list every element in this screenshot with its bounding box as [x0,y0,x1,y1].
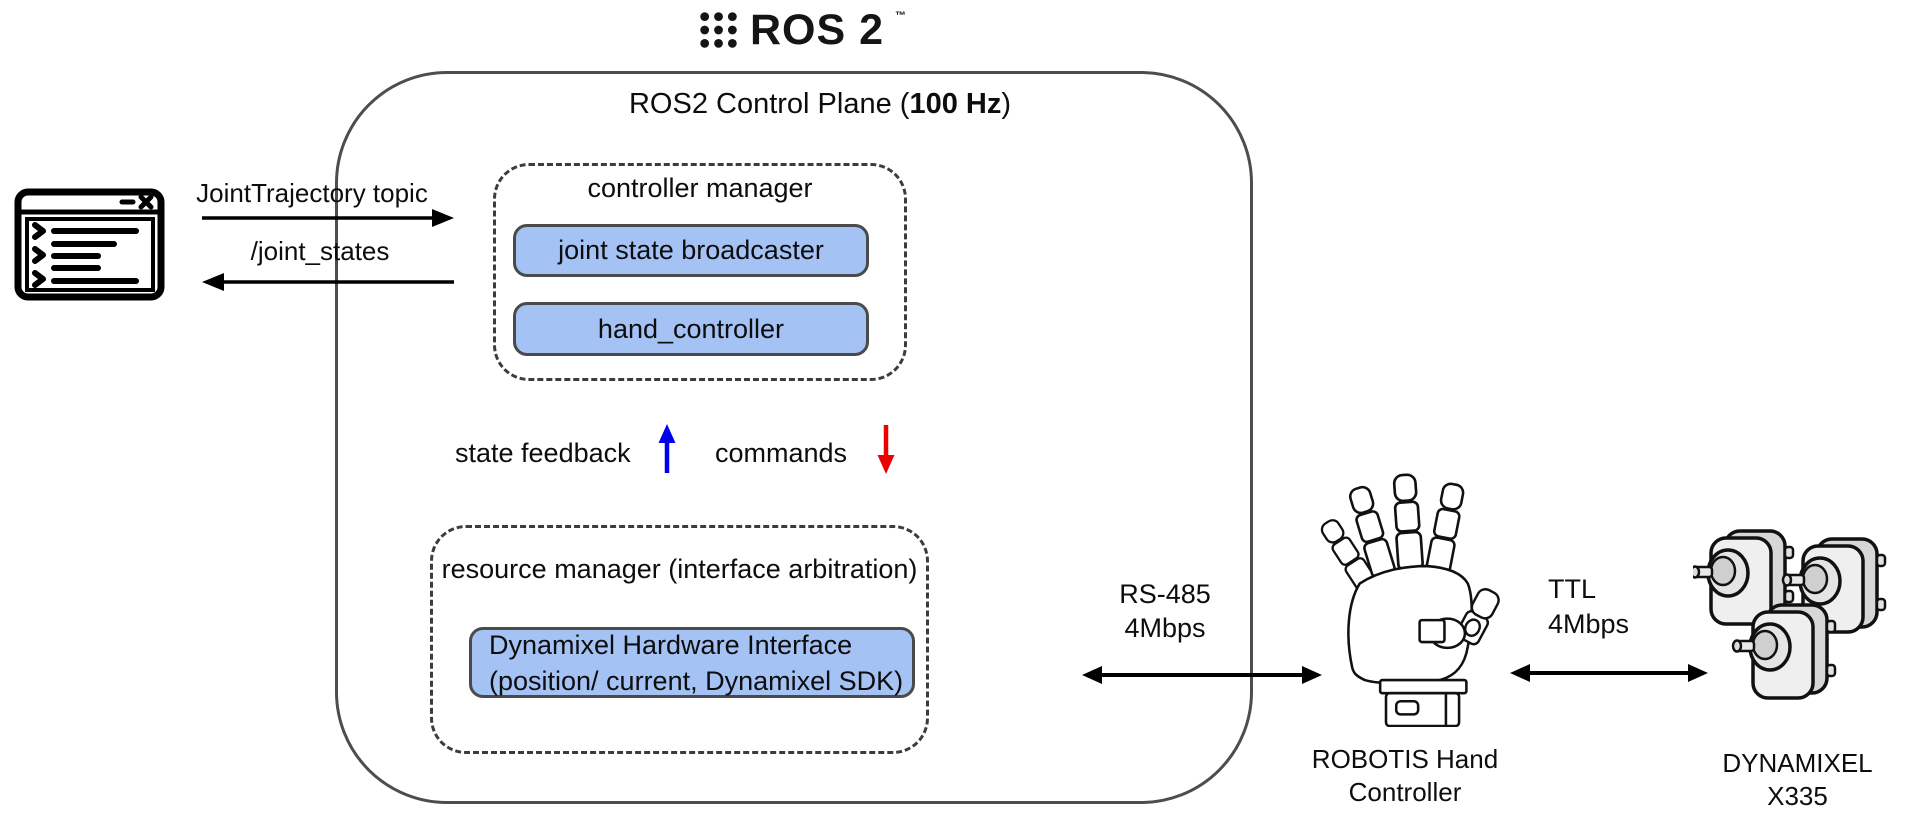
commands-down-arrow-icon [877,425,895,474]
joint-trajectory-arrow-icon [202,209,454,227]
resource-manager-box: resource manager (interface arbitration)… [430,525,929,754]
state-feedback-up-arrow-icon [658,424,676,473]
robotis-hand-label-line1: ROBOTIS Hand [1311,744,1499,774]
resource-manager-label: resource manager (interface arbitration) [441,554,918,584]
dynamixel-motors-label: DYNAMIXEL X335 [1722,748,1873,811]
joint-states-arrow-icon [202,273,454,291]
commands-label: commands [715,438,848,468]
ros2-logo: ROS 2 ™ [698,6,907,54]
ttl-name: TTL [1548,574,1597,604]
rs485-double-arrow-icon [1082,666,1322,684]
terminal-window-icon [14,188,165,301]
rs485-speed: 4Mbps [1124,613,1206,643]
rs485-name: RS-485 [1119,579,1211,609]
ros2-logo-tm: ™ [895,10,907,22]
robotis-hand-label-line2: Controller [1348,777,1462,807]
ros2-dots-icon [700,12,737,48]
ros2-control-plane-box [335,71,1253,804]
joint-state-broadcaster-node: joint state broadcaster [513,224,869,277]
joint-states-topic-label: /joint_states [250,236,390,266]
dynamixel-motors-illustration [1693,529,1887,700]
state-feedback-label: state feedback [455,438,631,468]
title-rate: 100 Hz [909,88,1002,120]
robotis-hand-label: ROBOTIS Hand Controller [1305,743,1505,809]
dynamixel-hardware-interface-node: Dynamixel Hardware Interface (position/ … [469,627,915,698]
joint-trajectory-topic-label: JointTrajectory topic [196,178,428,208]
ttl-bus-label: TTL 4Mbps [1548,572,1629,642]
ttl-double-arrow-icon [1510,664,1708,682]
rs485-bus-label: RS-485 4Mbps [1086,577,1244,645]
robotis-hand-illustration [1320,473,1500,727]
ros2-logo-text: ROS 2 [750,6,885,54]
hardware-interface-line2: (position/ current, Dynamixel SDK) [489,665,904,696]
hardware-interface-line1: Dynamixel Hardware Interface [489,629,853,660]
control-plane-title: ROS2 Control Plane (100 Hz) [420,88,1220,121]
controller-manager-label: controller manager [587,173,813,203]
title-prefix: ROS2 Control Plane ( [628,88,910,120]
ttl-speed: 4Mbps [1548,609,1630,639]
hand-controller-node: hand_controller [513,302,869,356]
title-suffix: ) [1001,88,1012,120]
controller-manager-box: controller manager joint state broadcast… [493,163,907,381]
